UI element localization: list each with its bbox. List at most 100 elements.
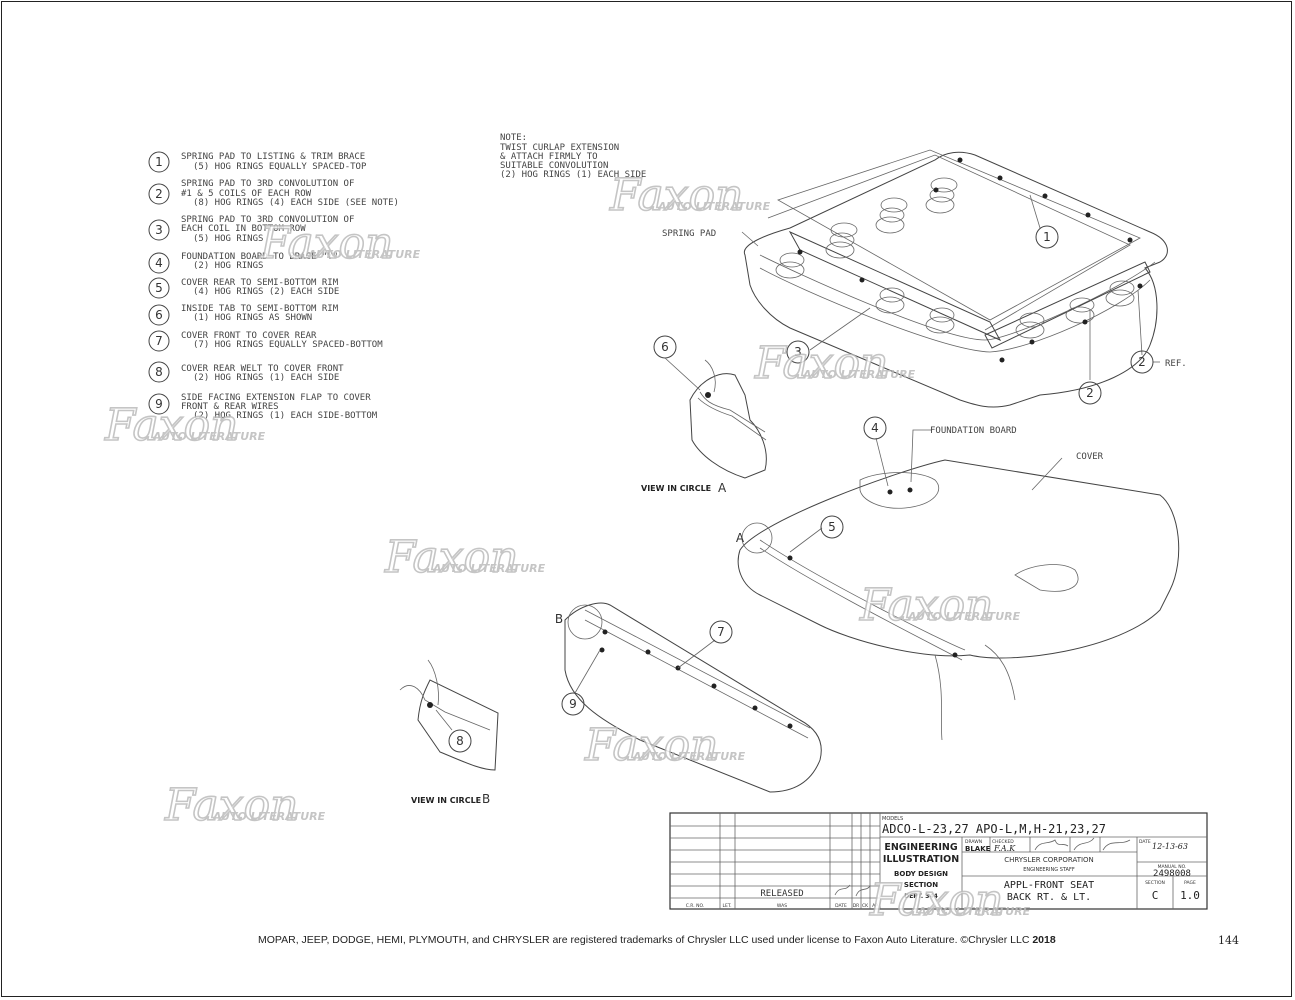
sec-value: C — [1152, 889, 1159, 902]
legend-number: 6 — [155, 308, 163, 322]
svg-text:Faxon: Faxon — [859, 580, 993, 631]
callout-7: 7 — [717, 625, 725, 639]
spring-assembly-drawing — [741, 149, 1168, 408]
b-marker: B — [555, 612, 563, 626]
legend-line: FOUNDATION BOARD TO BRACE "Y" — [181, 252, 338, 262]
drawn-label: DRAWN — [965, 839, 982, 845]
legend-list: 1 SPRING PAD TO LISTING & TRIM BRACE (5)… — [148, 151, 399, 421]
checked-label: CHECKED — [992, 839, 1014, 845]
foundation-board-label: FOUNDATION BOARD — [930, 426, 1017, 436]
callout-2-ref: 2 — [1138, 355, 1146, 369]
cover-rear-drawing — [564, 602, 822, 793]
svg-text:Faxon: Faxon — [869, 875, 1003, 926]
drawing-callouts: 1 2 2 3 4 5 6 7 8 9 — [448, 225, 1154, 753]
callout-circle — [148, 304, 170, 326]
legend-number: 8 — [155, 365, 163, 379]
legend-line: COVER REAR WELT TO COVER FRONT — [181, 364, 344, 374]
drawing-title-line2: BACK RT. & LT. — [1007, 892, 1091, 903]
legend-line: SPRING PAD TO 3RD CONVOLUTION OF — [181, 179, 354, 189]
engineering-staff: ENGINEERING STAFF — [1023, 867, 1075, 873]
callout-circle — [148, 361, 170, 383]
svg-text:AUTO LITERATURE: AUTO LITERATURE — [152, 430, 266, 443]
svg-text:AUTO LITERATURE: AUTO LITERATURE — [917, 905, 1031, 918]
view-b-letter: B — [482, 792, 490, 806]
legend-line: (2) HOG RINGS (1) EACH SIDE-BOTTOM — [193, 411, 378, 421]
a-marker: A — [736, 531, 745, 545]
cover-drawing — [737, 429, 1180, 741]
legend-number: 1 — [155, 155, 163, 169]
eng-illustration-line1: ENGINEERING — [884, 842, 958, 853]
models-label: MODELS — [882, 816, 903, 822]
legend-item: 3 SPRING PAD TO 3RD CONVOLUTION OF EACH … — [148, 215, 354, 244]
page-number: 144 — [1218, 934, 1239, 947]
manual-no-value: 2498008 — [1153, 869, 1191, 879]
trademark-notice: MOPAR, JEEP, DODGE, HEMI, PLYMOUTH, and … — [258, 934, 1056, 946]
legend-number: 2 — [155, 187, 163, 201]
note-line: (2) HOG RINGS (1) EACH SIDE — [500, 170, 646, 180]
col-ap: AP — [872, 903, 878, 909]
legend-line: FRONT & REAR WIRES — [181, 402, 279, 412]
callout-circle — [148, 393, 170, 415]
callout-1: 1 — [1043, 230, 1051, 244]
drawing-title-line1: APPL-FRONT SEAT — [1004, 880, 1094, 891]
callout-2: 2 — [1086, 386, 1094, 400]
legend-line: (2) HOG RINGS (1) EACH SIDE — [193, 373, 339, 383]
col-date: DATE — [835, 903, 847, 909]
legend-item: 4 FOUNDATION BOARD TO BRACE "Y" (2) HOG … — [148, 252, 338, 274]
section-label: SECTION — [904, 881, 938, 889]
callout-6: 6 — [661, 340, 669, 354]
svg-text:AUTO LITERATURE: AUTO LITERATURE — [657, 200, 771, 213]
callout-circle — [148, 219, 170, 241]
view-a-drawing — [689, 359, 767, 479]
legend-line: INSIDE TAB TO SEMI-BOTTOM RIM — [181, 304, 339, 314]
legend-number: 5 — [155, 281, 163, 295]
released-stamp: RELEASED — [760, 889, 803, 899]
note-line: & ATTACH FIRMLY TO — [500, 152, 598, 162]
legend-line: SIDE FACING EXTENSION FLAP TO COVER — [181, 393, 371, 403]
svg-text:Faxon: Faxon — [609, 170, 743, 221]
legend-number: 9 — [155, 397, 163, 411]
view-a-letter: A — [718, 481, 727, 495]
company-name: CHRYSLER CORPORATION — [1004, 856, 1094, 864]
legend-line: #1 & 5 COILS OF EACH ROW — [181, 189, 312, 199]
legend-item: 8 COVER REAR WELT TO COVER FRONT (2) HOG… — [148, 361, 344, 383]
col-cr-no: C.R. NO. — [686, 903, 705, 909]
legend-item: 7 COVER FRONT TO COVER REAR (7) HOG RING… — [148, 330, 383, 352]
legend-item: 9 SIDE FACING EXTENSION FLAP TO COVER FR… — [148, 393, 378, 421]
svg-text:Faxon: Faxon — [104, 400, 238, 451]
legend-line: COVER FRONT TO COVER REAR — [181, 331, 317, 341]
svg-text:Faxon: Faxon — [584, 720, 718, 771]
legend-number: 3 — [155, 223, 163, 237]
legend-line: SPRING PAD TO 3RD CONVOLUTION OF — [181, 215, 354, 225]
callout-circle — [148, 277, 170, 299]
manual-no-label: MANUAL NO. — [1158, 864, 1187, 870]
view-b-drawing — [399, 659, 499, 771]
legend-item: 1 SPRING PAD TO LISTING & TRIM BRACE (5)… — [148, 151, 367, 173]
cover-label: COVER — [1076, 452, 1104, 462]
models-value: ADCO-L-23,27 APO-L,M,H-21,23,27 — [882, 822, 1106, 836]
callout-circle — [148, 183, 170, 205]
svg-text:AUTO LITERATURE: AUTO LITERATURE — [802, 368, 916, 381]
sec-label: SECTION — [1145, 880, 1165, 886]
callout-8: 8 — [456, 734, 464, 748]
body-design-label: BODY DESIGN — [894, 870, 948, 878]
legend-line: EACH COIL IN BOTTOM ROW — [181, 224, 306, 234]
legend-line: (5) HOG RINGS — [193, 234, 263, 244]
callout-4: 4 — [871, 421, 879, 435]
svg-text:Faxon: Faxon — [259, 218, 393, 269]
note-line: TWIST CURLAP EXTENSION — [500, 143, 619, 153]
svg-text:AUTO LITERATURE: AUTO LITERATURE — [432, 562, 546, 575]
legend-item: 5 COVER REAR TO SEMI-BOTTOM RIM (4) HOG … — [148, 277, 339, 299]
note-line: NOTE: — [500, 133, 527, 143]
drawn-value: BLAKE — [965, 845, 991, 853]
note-block: NOTE: TWIST CURLAP EXTENSION & ATTACH FI… — [500, 133, 646, 180]
legend-line: (1) HOG RINGS AS SHOWN — [193, 313, 312, 323]
eng-illustration-line2: ILLUSTRATION — [883, 854, 959, 865]
svg-text:AUTO LITERATURE: AUTO LITERATURE — [307, 248, 421, 261]
svg-text:AUTO LITERATURE: AUTO LITERATURE — [632, 750, 746, 763]
legend-number: 7 — [155, 334, 163, 348]
trademark-text: MOPAR, JEEP, DODGE, HEMI, PLYMOUTH, and … — [258, 934, 1033, 946]
legend-number: 4 — [155, 256, 163, 270]
checked-value: F.A.K — [993, 844, 1016, 853]
